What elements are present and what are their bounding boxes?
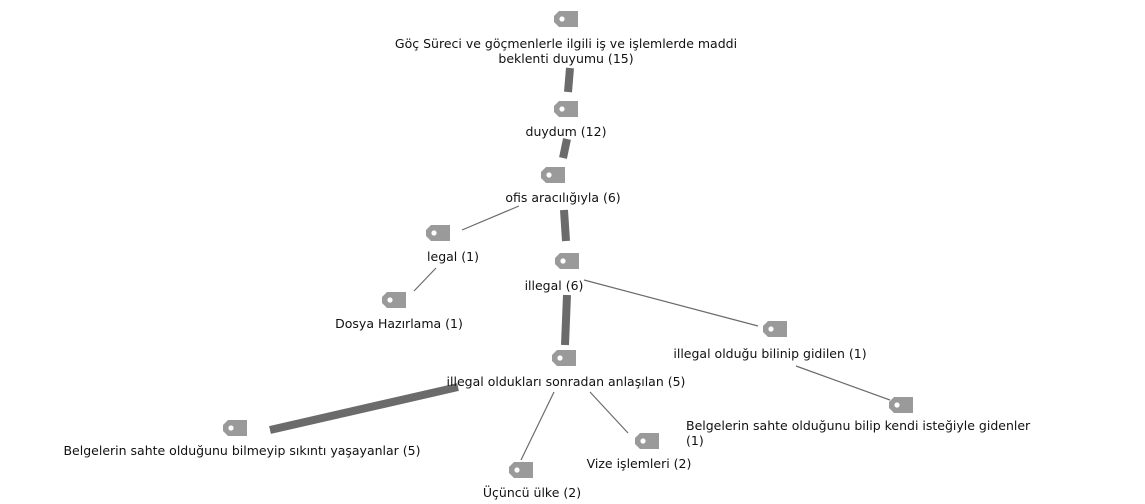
node-label-line: Dosya Hazırlama (1) — [335, 316, 463, 331]
tag-icon[interactable] — [223, 420, 247, 436]
node-label-line: illegal oldukları sonradan anlaşılan (5) — [447, 374, 686, 389]
edge-bilinip-bilip — [795, 365, 891, 401]
edge-sonradan-ucuncu — [520, 391, 555, 461]
node-bilmeyip[interactable]: Belgelerin sahte olduğunu bilmeyip sıkın… — [63, 420, 421, 458]
node-label: illegal oldukları sonradan anlaşılan (5) — [447, 374, 686, 389]
tag-icon[interactable] — [509, 462, 533, 478]
node-label-line: ofis aracılığıyla (6) — [505, 190, 620, 205]
tag-icon[interactable] — [382, 292, 406, 308]
tag-icon[interactable] — [552, 350, 576, 366]
edge-ofis-illegal — [560, 209, 570, 242]
node-label-line: duydum (12) — [526, 124, 607, 139]
node-label: Üçüncü ülke (2) — [483, 484, 581, 500]
node-label-line: Üçüncü ülke (2) — [483, 484, 581, 500]
node-legal[interactable]: legal (1) — [426, 225, 479, 264]
node-label-line: (1) — [686, 433, 704, 448]
node-sonradan[interactable]: illegal oldukları sonradan anlaşılan (5) — [447, 350, 686, 389]
node-label-line: illegal olduğu bilinip gidilen (1) — [673, 346, 866, 361]
tag-icon[interactable] — [541, 167, 565, 183]
node-label-line: Belgelerin sahte olduğunu bilmeyip sıkın… — [63, 443, 420, 458]
node-label-line: illegal (6) — [525, 278, 584, 293]
edge-sonradan-bilmeyip — [269, 383, 459, 434]
node-label: duydum (12) — [526, 124, 607, 139]
node-label-line: Vize işlemleri (2) — [587, 456, 692, 471]
node-root[interactable]: Göç Süreci ve göçmenlerle ilgili iş ve i… — [395, 11, 737, 66]
node-label: Belgelerin sahte olduğunu bilmeyip sıkın… — [63, 443, 420, 458]
edges-layer — [269, 67, 891, 461]
tag-icon[interactable] — [426, 225, 450, 241]
edge-sonradan-vize — [589, 391, 629, 434]
node-label: Göç Süreci ve göçmenlerle ilgili iş ve i… — [395, 36, 737, 66]
node-label: Dosya Hazırlama (1) — [335, 316, 463, 331]
edge-illegal-bilinip — [583, 279, 759, 327]
tag-icon[interactable] — [555, 253, 579, 269]
node-label-line: beklenti duyumu (15) — [498, 51, 633, 66]
node-vize[interactable]: Vize işlemleri (2) — [587, 433, 692, 471]
nodes-layer: Göç Süreci ve göçmenlerle ilgili iş ve i… — [63, 11, 1031, 500]
edge-legal-dosya — [413, 267, 437, 292]
tag-icon[interactable] — [554, 101, 578, 117]
node-label: ofis aracılığıyla (6) — [505, 190, 620, 205]
node-bilinip[interactable]: illegal olduğu bilinip gidilen (1) — [673, 321, 867, 361]
node-ucuncu[interactable]: Üçüncü ülke (2) — [483, 462, 581, 500]
node-bilip[interactable]: Belgelerin sahte olduğunu bilip kendi is… — [686, 397, 1031, 448]
tag-icon[interactable] — [554, 11, 578, 27]
edge-root-duydum — [564, 67, 574, 93]
node-label-line: Belgelerin sahte olduğunu bilip kendi is… — [686, 418, 1031, 433]
tag-icon[interactable] — [889, 397, 913, 413]
node-duydum[interactable]: duydum (12) — [526, 101, 607, 139]
node-label: illegal olduğu bilinip gidilen (1) — [673, 346, 866, 361]
node-label: illegal (6) — [525, 278, 584, 293]
node-label: Vize işlemleri (2) — [587, 456, 692, 471]
edge-ofis-legal — [461, 205, 520, 231]
node-ofis[interactable]: ofis aracılığıyla (6) — [505, 167, 621, 205]
tag-icon[interactable] — [635, 433, 659, 449]
edge-duydum-ofis — [559, 138, 571, 159]
node-label-line: Göç Süreci ve göçmenlerle ilgili iş ve i… — [395, 36, 737, 51]
edge-illegal-sonradan — [561, 294, 571, 346]
node-label: Belgelerin sahte olduğunu bilip kendi is… — [686, 418, 1031, 448]
node-dosya[interactable]: Dosya Hazırlama (1) — [335, 292, 463, 331]
node-label-line: legal (1) — [427, 249, 479, 264]
node-label: legal (1) — [427, 249, 479, 264]
tag-icon[interactable] — [763, 321, 787, 337]
node-illegal[interactable]: illegal (6) — [525, 253, 584, 293]
